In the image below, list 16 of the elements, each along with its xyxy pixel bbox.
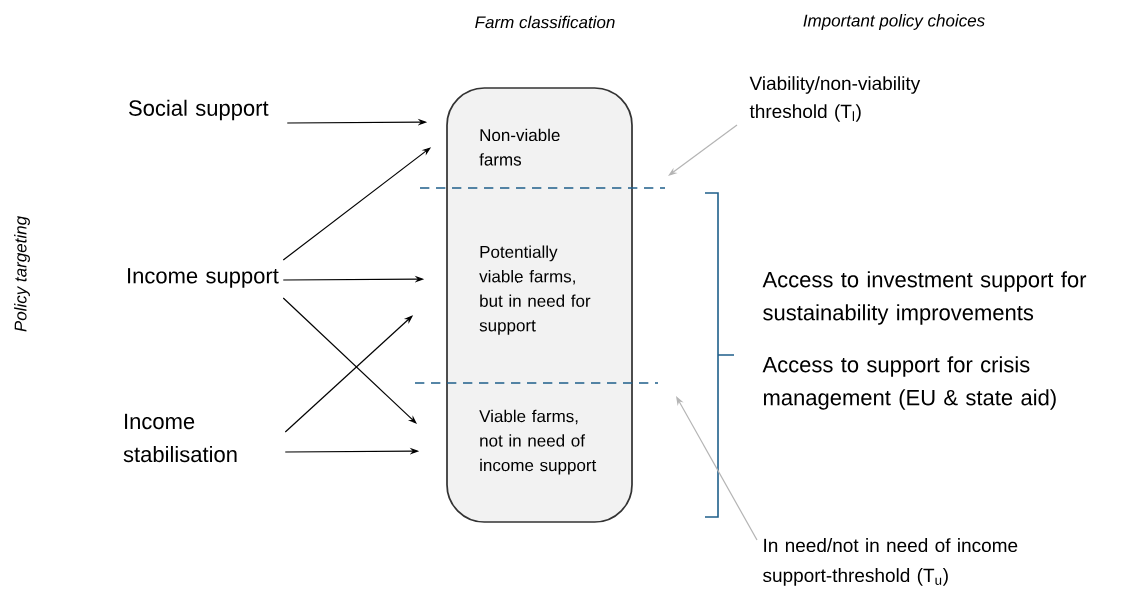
- axis-title: Policy targeting: [14, 216, 30, 332]
- policy-label: Income support: [128, 268, 279, 288]
- column-heading: Farm classification: [475, 15, 615, 29]
- threshold-label: In need/not in need of income support-threshold (T$_{u}$): [763, 538, 1018, 586]
- threshold-label: Viability/non-viability threshold (T$_{l}$): [749, 76, 921, 122]
- policy-label: Income stabilisation: [123, 413, 237, 463]
- policy-choice-text: Access to investment support for sustainability improvements: [762, 271, 1087, 325]
- policy-label: Social support: [129, 99, 269, 121]
- leader-arrow: [676, 396, 758, 541]
- category-label: Potentially viable farms, but in need for support: [479, 245, 591, 335]
- policy-choice-text: Access to support for crisis management (EU & state aid): [762, 356, 1056, 410]
- column-box: [446, 87, 633, 523]
- category-label: Viable farms, not in need of income support: [479, 409, 597, 475]
- column-heading: Important policy choices: [803, 14, 985, 30]
- category-label: Non-viable farms: [479, 128, 560, 166]
- leader-arrow: [668, 124, 738, 176]
